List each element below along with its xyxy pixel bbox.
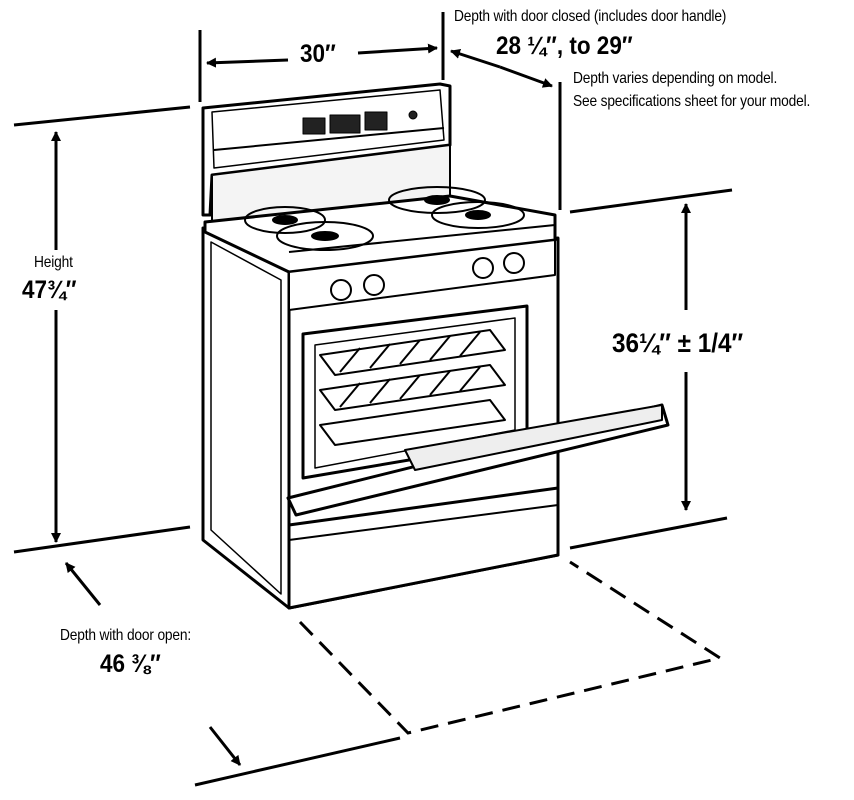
range-illustration: [201, 82, 670, 610]
door-open-footprint: [298, 560, 724, 735]
control-panel: [302, 110, 418, 135]
depth-note-1: Depth varies depending on model.: [573, 70, 778, 87]
burner-grates: [244, 186, 525, 251]
depth-open-value: 46 ⅜″: [100, 650, 161, 678]
dimension-lines: [13, 12, 733, 787]
height-title: Height: [34, 254, 73, 271]
height-value: 47¾″: [22, 276, 77, 304]
depth-note-2: See specifications sheet for your model.: [573, 93, 811, 110]
depth-open-title: Depth with door open:: [60, 627, 192, 644]
control-knobs: [330, 252, 525, 301]
depth-closed-title: Depth with door closed (includes door ha…: [454, 8, 727, 25]
counter-height-value: 36¼″ ± 1/4″: [612, 328, 744, 358]
depth-closed-value: 28 ¼″, to 29″: [496, 32, 633, 60]
width-label: 30″: [300, 40, 336, 68]
oven-racks: [319, 329, 506, 446]
